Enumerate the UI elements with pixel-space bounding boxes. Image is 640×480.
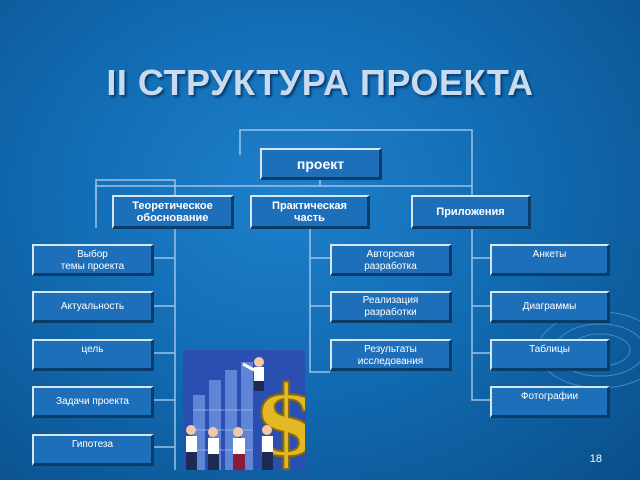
- appendix-item: Таблицы: [490, 339, 610, 371]
- svg-text:$: $: [253, 365, 305, 470]
- page-number: 18: [589, 453, 602, 465]
- practice-item: Реализация разработки: [330, 291, 452, 323]
- practice-item: Авторская разработка: [330, 244, 452, 276]
- theory-item: цель: [32, 339, 154, 371]
- appendix-item: Анкеты: [490, 244, 610, 276]
- appendix-item: Диаграммы: [490, 291, 610, 323]
- root-box: проект: [260, 148, 382, 180]
- theory-item: Актуальность: [32, 291, 154, 323]
- theory-item: Задачи проекта: [32, 386, 154, 418]
- business-people-dollar-clipart-icon: $: [183, 350, 305, 470]
- slide-title: II СТРУКТУРА ПРОЕКТА: [106, 62, 534, 103]
- branch-theory-box: Теоретическое обоснование: [112, 195, 234, 229]
- theory-item: Гипотеза: [32, 434, 154, 466]
- branch-practice-box: Практическая часть: [250, 195, 370, 229]
- theory-item: Выбор темы проекта: [32, 244, 154, 276]
- branch-appendix-box: Приложения: [411, 195, 531, 229]
- appendix-item: Фотографии: [490, 386, 610, 418]
- practice-item: Результаты исследования: [330, 339, 452, 371]
